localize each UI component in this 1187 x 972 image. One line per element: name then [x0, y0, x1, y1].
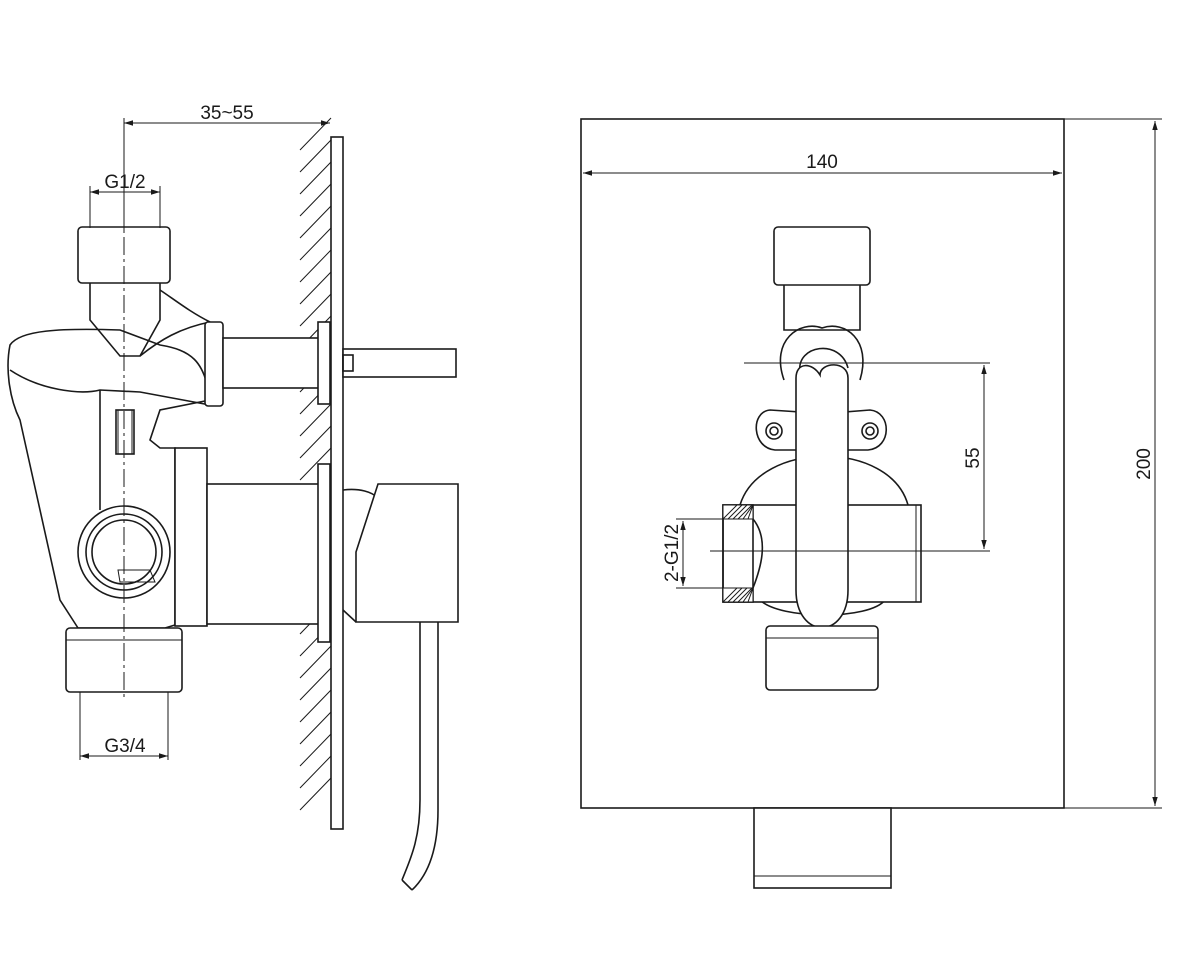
- thread-hatch-line: [742, 504, 754, 520]
- thread-hatch-line: [727, 587, 743, 603]
- thread-hatch-line: [732, 587, 748, 603]
- hatch-line: [299, 645, 332, 679]
- cover-plate-side: [330, 136, 344, 830]
- dim-depth-label: 35~55: [200, 103, 253, 124]
- hatch-line: [299, 271, 332, 305]
- dimension-outlet-thread: G3/4: [79, 692, 169, 760]
- dim-center-distance-label: 55: [963, 447, 984, 468]
- thread-hatch-line: [747, 587, 754, 603]
- dimension-center-distance: 55: [963, 365, 987, 549]
- hatch-line: [299, 689, 332, 723]
- hatch-line: [299, 139, 332, 173]
- hatch-line: [299, 733, 332, 767]
- thread-hatch-line: [732, 504, 748, 520]
- thread-hatch-line: [737, 587, 753, 603]
- thread-hatch-line: [742, 587, 754, 603]
- dim-outlet-thread-label: G3/4: [104, 736, 146, 757]
- hatch-line: [299, 425, 332, 459]
- hatch-line: [299, 205, 332, 239]
- side-view: 35~55 G1/2 G3/4: [7, 103, 459, 891]
- dim-height-label: 200: [1134, 448, 1155, 480]
- hatch-line: [299, 777, 332, 811]
- hatch-line: [299, 447, 332, 481]
- front-view: 140 200 55 2-G1/2: [580, 118, 1162, 889]
- thread-hatch-line: [747, 504, 754, 520]
- hatch-line: [299, 755, 332, 789]
- dim-port-thread-label: 2-G1/2: [662, 524, 683, 582]
- handle-front: [753, 807, 892, 889]
- dim-inlet-thread-label: G1/2: [104, 172, 145, 193]
- dimension-inlet-thread: G1/2: [89, 172, 161, 228]
- hatch-line: [299, 711, 332, 745]
- hatch-line: [299, 161, 332, 195]
- hatch-line: [299, 293, 332, 327]
- thread-hatch-line: [722, 504, 738, 520]
- lever-stub: [342, 348, 457, 378]
- dim-width-label: 140: [806, 152, 838, 173]
- hatch-line: [299, 403, 332, 437]
- thread-hatch: [722, 504, 754, 603]
- hatch-line: [299, 249, 332, 283]
- dimension-height: 200: [1064, 118, 1162, 809]
- hatch-line: [299, 667, 332, 701]
- handle-side: [342, 483, 459, 891]
- thread-hatch-line: [727, 504, 743, 520]
- hatch-line: [299, 183, 332, 217]
- thread-hatch-line: [737, 504, 753, 520]
- dimension-port-thread: 2-G1/2: [662, 518, 753, 589]
- valve-body-front: [722, 226, 922, 691]
- valve-body-side: [7, 226, 331, 693]
- hatch-line: [299, 227, 332, 261]
- thread-hatch-line: [722, 587, 738, 603]
- dimension-depth: 35~55: [123, 103, 330, 230]
- dimension-width: 140: [583, 152, 1062, 176]
